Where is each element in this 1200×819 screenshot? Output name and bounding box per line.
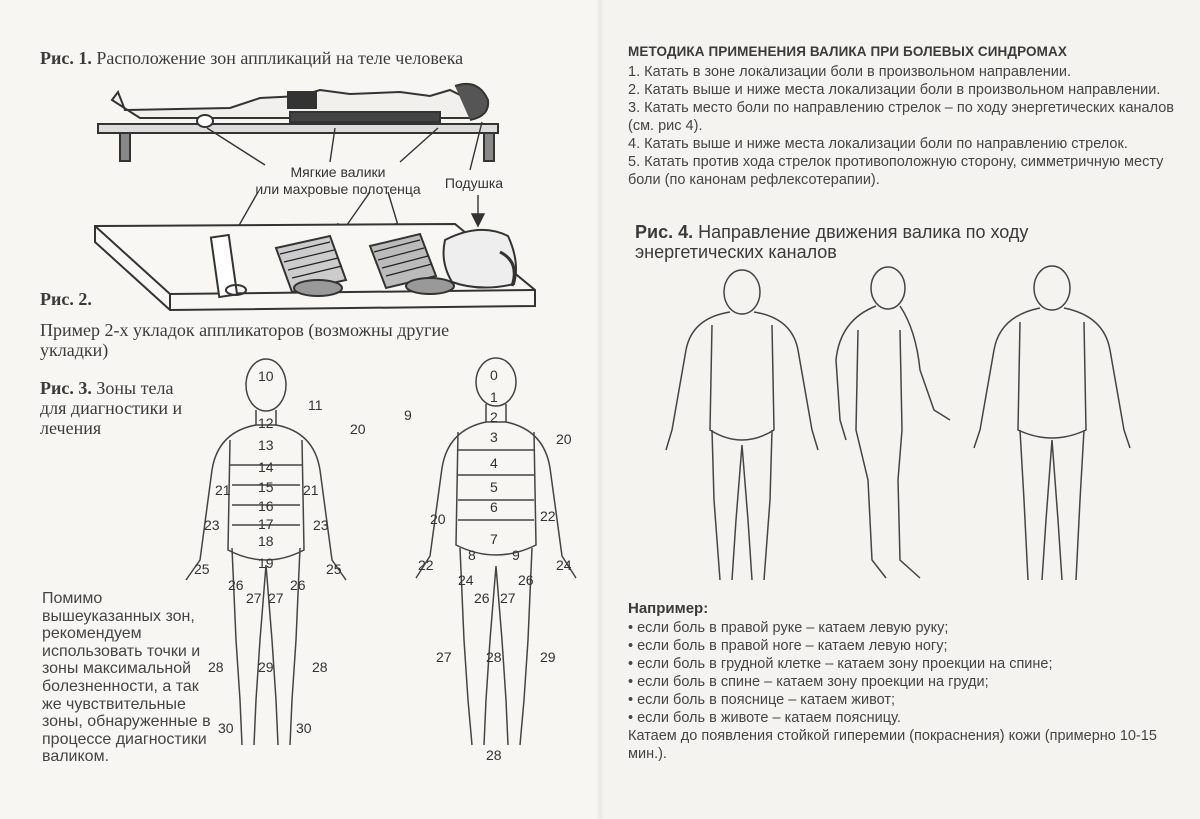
svg-text:7: 7 [490,531,498,547]
svg-text:10: 10 [258,368,274,384]
svg-text:27: 27 [246,590,262,606]
svg-text:28: 28 [486,747,502,763]
svg-text:25: 25 [194,561,210,577]
svg-text:24: 24 [556,557,572,573]
example-item: • если боль в животе – катаем поясницу. [628,710,901,726]
fig4-back-figure [973,265,1131,581]
svg-text:28: 28 [208,659,224,675]
svg-text:17: 17 [258,516,274,532]
right-page [600,0,1200,819]
pillow-label: Подушка [445,175,503,191]
fig4-front-figure [665,269,819,581]
method-item: 4. Катать выше и ниже места локализации … [628,136,1128,152]
svg-text:26: 26 [518,572,534,588]
fig1-title: Расположение зон аппликаций на теле чело… [96,48,464,68]
method-item: 2. Катать выше и ниже места локализации … [628,82,1161,98]
example-item: • если боль в грудной клетке – катаем зо… [628,656,1053,672]
svg-text:19: 19 [258,555,274,571]
fig1-label: Рис. 1. [40,48,92,68]
page-fold [596,0,604,819]
svg-text:0: 0 [490,367,498,383]
fig2-caption-label: Рис. 2. [40,289,92,310]
svg-text:15: 15 [258,479,274,495]
fig4-caption: Рис. 4. Направление движения валика по х… [635,222,1075,262]
svg-text:30: 30 [296,720,312,736]
example-item: • если боль в спине – катаем зону проекц… [628,674,989,690]
examples-list: • если боль в правой руке – катаем левую… [628,619,1176,727]
fig4-label: Рис. 4. [635,222,694,242]
svg-text:29: 29 [540,649,556,665]
side-note: Помимо вышеуказанных зон, рекомендуем ис… [42,590,211,766]
method-item: 1. Катать в зоне локализации боли в прои… [628,64,1072,80]
fig3-caption: Рис. 3. Зоны тела для диагностики и лече… [40,378,200,438]
svg-text:12: 12 [258,415,274,431]
svg-text:9: 9 [512,547,520,563]
fig3-title: Зоны тела для диагностики и лечения [40,378,183,438]
svg-text:20: 20 [350,421,366,437]
svg-text:26: 26 [228,577,244,593]
fig2-label: Рис. 2. [40,289,92,309]
svg-text:3: 3 [490,429,498,445]
fig3-label: Рис. 3. [40,378,92,398]
svg-text:1: 1 [490,389,498,405]
svg-text:2: 2 [490,409,498,425]
examples-title: Например: [628,600,709,617]
rollers-label-line1: Мягкие валики [291,164,386,180]
fig4-illustrations [665,265,1131,581]
fig1-caption: Рис. 1. Расположение зон аппликаций на т… [40,48,463,69]
svg-text:9: 9 [404,407,412,423]
fig3-front-body [185,358,347,746]
svg-text:30: 30 [218,720,234,736]
svg-text:25: 25 [326,561,342,577]
svg-text:26: 26 [474,590,490,606]
applicator-right [368,232,455,295]
svg-text:27: 27 [436,649,452,665]
fig4-title: Направление движения валика по ходу энер… [635,222,1029,262]
svg-text:21: 21 [215,482,231,498]
svg-text:28: 28 [312,659,328,675]
svg-text:24: 24 [458,572,474,588]
svg-text:14: 14 [258,459,274,475]
svg-text:20: 20 [430,511,446,527]
svg-text:4: 4 [490,455,498,471]
svg-text:11: 11 [308,397,323,413]
left-page [0,0,600,819]
svg-text:29: 29 [258,659,274,675]
fig2-board-illustration [94,222,536,312]
rollers-label-line2: или махровые полотенца [255,181,421,197]
fig3-back-body [415,357,577,746]
svg-text:27: 27 [500,590,516,606]
svg-text:23: 23 [313,517,329,533]
example-item: • если боль в правой руке – катаем левую… [628,620,949,636]
fig2-caption-text: Пример 2-х укладок аппликаторов (возможн… [40,320,450,360]
conclusion: Катаем до появления стойкой гиперемии (п… [628,728,1157,762]
svg-text:5: 5 [490,479,498,495]
svg-text:21: 21 [303,482,319,498]
left-illustrations: Мягкие валики или махровые полотенца Под… [94,82,577,763]
method-title: МЕТОДИКА ПРИМЕНЕНИЯ ВАЛИКА ПРИ БОЛЕВЫХ С… [628,44,1067,59]
svg-text:8: 8 [468,547,476,563]
fig1-table-illustration [97,82,499,162]
svg-text:20: 20 [556,431,572,447]
method-list: 1. Катать в зоне локализации боли в прои… [628,63,1176,189]
svg-text:23: 23 [204,517,220,533]
svg-text:28: 28 [486,649,502,665]
fig3-front-zone-labels: 10 11 20 12 13 14 15 16 17 18 19 21 21 2… [194,368,366,736]
svg-text:26: 26 [290,577,306,593]
example-item: • если боль в правой ноге – катаем левую… [628,638,948,654]
svg-text:27: 27 [268,590,284,606]
svg-text:6: 6 [490,499,498,515]
svg-text:16: 16 [258,498,274,514]
example-item: • если боль в пояснице – катаем живот; [628,692,896,708]
svg-text:13: 13 [258,437,274,453]
svg-text:22: 22 [540,508,556,524]
method-item: 3. Катать место боли по направлению стре… [628,100,1174,134]
fig4-side-figure [835,266,951,579]
fig3-back-zone-labels: 0 1 2 3 4 5 6 7 8 9 9 20 20 22 22 24 24 … [404,367,572,763]
method-item: 5. Катать против хода стрелок противопол… [628,154,1164,188]
svg-text:22: 22 [418,557,434,573]
svg-text:18: 18 [258,533,274,549]
applicator-left [274,234,348,297]
